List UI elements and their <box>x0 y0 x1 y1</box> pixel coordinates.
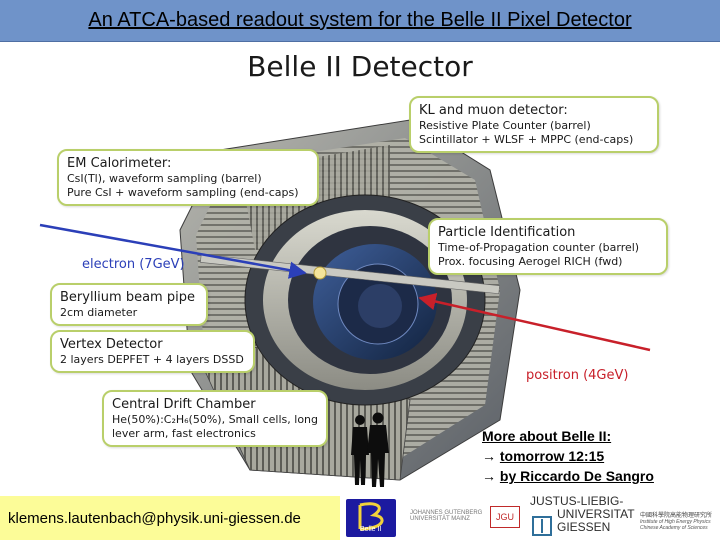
jgu-logo: JGU <box>490 506 520 528</box>
cdc-callout: Central Drift Chamber He(50%):C₂H₆(50%),… <box>102 390 328 447</box>
pid-line-2: Prox. focusing Aerogel RICH (fwd) <box>438 255 623 268</box>
contact-email: klemens.lautenbach@physik.uni-giessen.de <box>8 509 301 527</box>
giessen-shield-icon <box>532 516 552 536</box>
email-box: klemens.lautenbach@physik.uni-giessen.de <box>0 496 340 540</box>
electron-label: electron (7GeV) <box>82 257 185 272</box>
vxd-title: Vertex Detector <box>60 337 163 352</box>
arrow-icon: → <box>482 468 496 484</box>
positron-label: positron (4GeV) <box>526 368 629 383</box>
ecl-line-1: CsI(Tl), waveform sampling (barrel) <box>67 172 262 185</box>
klm-line-1: Resistive Plate Counter (barrel) <box>419 119 591 132</box>
slide-title-bar: An ATCA-based readout system for the Bel… <box>0 0 720 42</box>
ecl-title: EM Calorimeter: <box>67 156 172 171</box>
vxd-line-1: 2 layers DEPFET + 4 layers DSSD <box>60 353 244 366</box>
more-info-line-2: → by Riccardo De Sangro <box>482 468 654 484</box>
more-info-line-1: → tomorrow 12:15 <box>482 448 605 464</box>
ihep-logo: 中國科學院高能物理研究所 Institute of High Energy Ph… <box>640 513 713 531</box>
beampipe-callout: Beryllium beam pipe 2cm diameter <box>50 283 208 326</box>
ecl-line-2: Pure CsI + waveform sampling (end-caps) <box>67 186 299 199</box>
klm-title: KL and muon detector: <box>419 103 568 118</box>
ecl-callout: EM Calorimeter: CsI(Tl), waveform sampli… <box>57 149 319 206</box>
cdc-title: Central Drift Chamber <box>112 397 256 412</box>
belle-ii-logo: Belle II <box>346 499 396 537</box>
slide-title: An ATCA-based readout system for the Bel… <box>88 9 632 31</box>
klm-callout: KL and muon detector: Resistive Plate Co… <box>409 96 659 153</box>
cdc-line-2: lever arm, fast electronics <box>112 427 256 440</box>
beampipe-line-1: 2cm diameter <box>60 306 138 319</box>
more-info-title: More about Belle II: <box>482 428 612 444</box>
cdc-line-1: He(50%):C₂H₆(50%), Small cells, long <box>112 413 319 426</box>
more-info-block: More about Belle II: → tomorrow 12:15 → … <box>482 426 654 486</box>
klm-line-2: Scintillator + WLSF + MPPC (end-caps) <box>419 133 634 146</box>
pid-line-1: Time-of-Propagation counter (barrel) <box>438 241 640 254</box>
beampipe-title: Beryllium beam pipe <box>60 290 195 305</box>
pid-title: Particle Identification <box>438 225 576 240</box>
giessen-university-logo: JUSTUS-LIEBIG- UNIVERSITAT GIESSEN <box>530 494 635 534</box>
arrow-icon: → <box>482 448 496 464</box>
slide-footer: klemens.lautenbach@physik.uni-giessen.de… <box>0 494 720 540</box>
mainz-university-logo: JOHANNES GUTENBERG UNIVERSITÄT MAINZ <box>410 510 483 522</box>
slide-heading: Belle II Detector <box>247 50 473 83</box>
pid-callout: Particle Identification Time-of-Propagat… <box>428 218 668 275</box>
vxd-callout: Vertex Detector 2 layers DEPFET + 4 laye… <box>50 330 255 373</box>
